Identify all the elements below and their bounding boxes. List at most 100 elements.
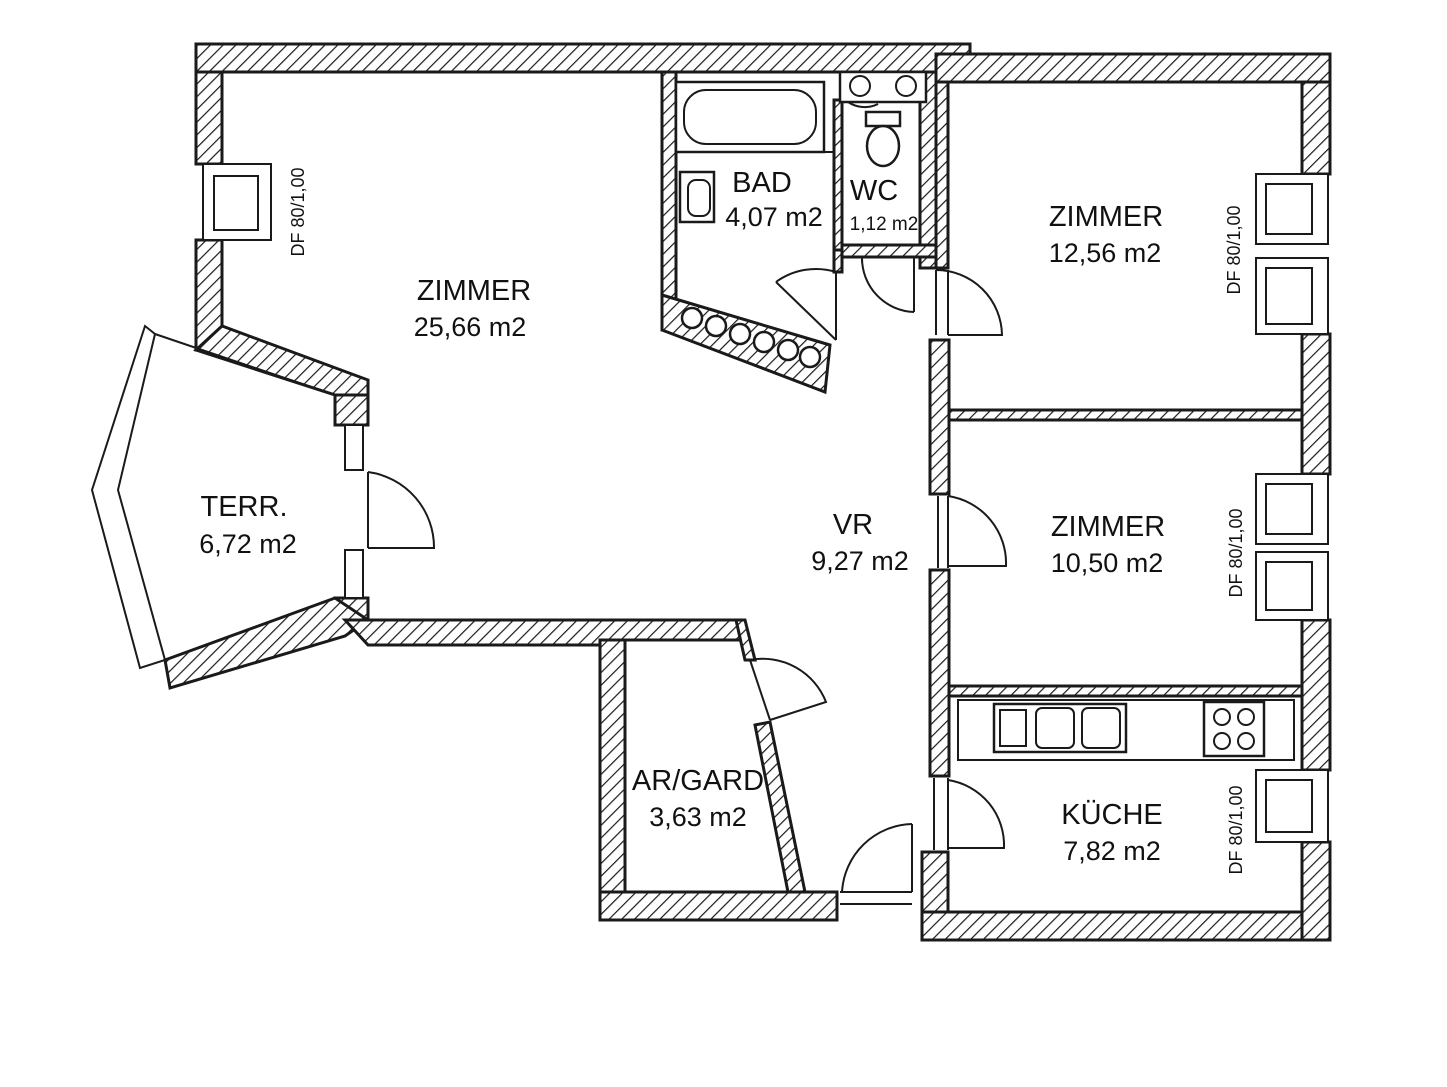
room-name-bad: BAD [732,167,792,199]
stove-burner [1213,732,1231,750]
wall-divider-zimmer [947,408,1304,422]
wall-bath-west [660,70,678,332]
window-east-1b-inner [1265,267,1313,325]
room-area-vr: 9,27 m2 [811,546,909,576]
bath-window-circle [680,306,704,330]
room-area-wc: 1,12 m2 [850,214,919,235]
door-zimmer-e-arc [947,495,1008,567]
window-east-2b [1255,551,1329,621]
window-east-3 [1255,769,1329,843]
doors [367,257,1008,905]
window-east-1a [1255,173,1329,245]
wall-south-west-angled [163,596,371,690]
window-west-inner [213,175,259,231]
room-area-terr: 6,72 m2 [199,529,297,559]
terrace-door-frame-lower [344,549,364,599]
window-east-1a-inner [1265,183,1313,235]
terrace [90,324,336,670]
wall-east-2 [1300,332,1332,476]
terrace-edge-top [154,333,336,396]
door-argard-arc [749,657,828,721]
wall-top-west-seg [194,42,972,74]
door-terrace-arc [367,471,436,549]
kitchen-stove [1202,700,1266,758]
room-name-terr: TERR. [201,491,288,523]
kitchen-sink-drainboard [999,709,1027,747]
wc-sink-basin-right [895,75,917,97]
wall-corridor-east-2 [928,568,951,778]
window-labels: DF 80/1,00 DF 80/1,00 DF 80/1,00 DF 80/1… [288,167,1246,874]
door-entrance-arc [841,823,913,893]
toilet-tank [864,110,902,128]
kitchen-sink-bowl-right [1081,707,1121,749]
bath-window-circle [798,345,822,369]
window-label-east-1: DF 80/1,00 [1224,205,1244,294]
door-kueche-arc [947,779,1006,849]
room-name-vr: VR [833,509,873,541]
room-name-ar-gard: AR/GARD [632,765,764,797]
room-name-wc: WC [850,175,898,207]
door-bath-arc [775,268,837,283]
window-east-1b [1255,257,1329,335]
wc-niche-line [847,101,879,109]
wall-argard-bottom [598,890,839,922]
stove-burner [1237,732,1255,750]
wall-top-east [934,52,1332,84]
room-area-zimmer-ne: 12,56 m2 [1049,238,1162,268]
window-label-east-2: DF 80/1,00 [1226,508,1246,597]
bathtub-basin [683,89,817,145]
window-label-west: DF 80/1,00 [288,167,308,256]
fixtures [674,70,1295,761]
walls [163,42,1332,942]
wall-bottom-east [920,910,1332,942]
toilet-bowl [865,124,901,168]
wall-terrace-jamb-upper [333,393,370,427]
window-east-2b-inner [1265,561,1313,611]
room-area-zimmer-main: 25,66 m2 [414,312,527,342]
door-wc-arc [861,257,915,313]
wall-argard-west [598,638,627,922]
wall-east-4 [1300,840,1332,942]
door-argard-leaf [749,659,771,721]
stove-burner [1213,708,1231,726]
bath-window-circle [728,322,752,346]
wall-corridor-east-1 [928,338,951,496]
window-label-east-3: DF 80/1,00 [1226,785,1246,874]
room-labels: ZIMMER 25,66 m2 BAD 4,07 m2 WC 1,12 m2 Z… [199,167,1165,866]
room-area-kueche: 7,82 m2 [1063,836,1161,866]
bath-window-circle [704,314,728,338]
room-area-bad: 4,07 m2 [725,202,823,232]
wall-bath-wc [832,98,844,252]
room-name-zimmer-ne: ZIMMER [1049,201,1163,233]
stove-burner [1237,708,1255,726]
kitchen-sink [992,702,1128,754]
wall-argard-east [753,720,807,894]
wall-west-upper [194,70,224,166]
window-east-3-inner [1265,779,1313,833]
window-east-2a [1255,473,1329,545]
room-area-ar-gard: 3,63 m2 [649,802,747,832]
window-east-2a-inner [1265,483,1313,535]
terrace-outline [90,324,167,670]
terrace-door-frame-upper [344,424,364,471]
bath-sink-basin [687,179,711,217]
door-bath-edge [775,281,837,341]
windows [202,163,1329,843]
wall-east-1 [1300,80,1332,176]
bathtub [674,80,826,154]
wall-wc-bottom [840,243,938,259]
kitchen-counter [957,699,1295,761]
room-name-zimmer-e: ZIMMER [1051,511,1165,543]
kitchen-sink-bowl-left [1035,707,1075,749]
wc-sink-unit [838,70,928,104]
room-name-zimmer-main: ZIMMER [417,275,531,307]
wall-divider-kueche [947,684,1304,698]
wc-sink-basin-left [849,75,871,97]
wall-east-zone-west [934,80,950,270]
bath-window-circle [752,330,776,354]
door-zimmer-ne-arc [935,269,1004,336]
wall-south-mid [341,618,747,647]
room-area-zimmer-e: 10,50 m2 [1051,548,1164,578]
wall-bath-east-lower [832,248,844,274]
